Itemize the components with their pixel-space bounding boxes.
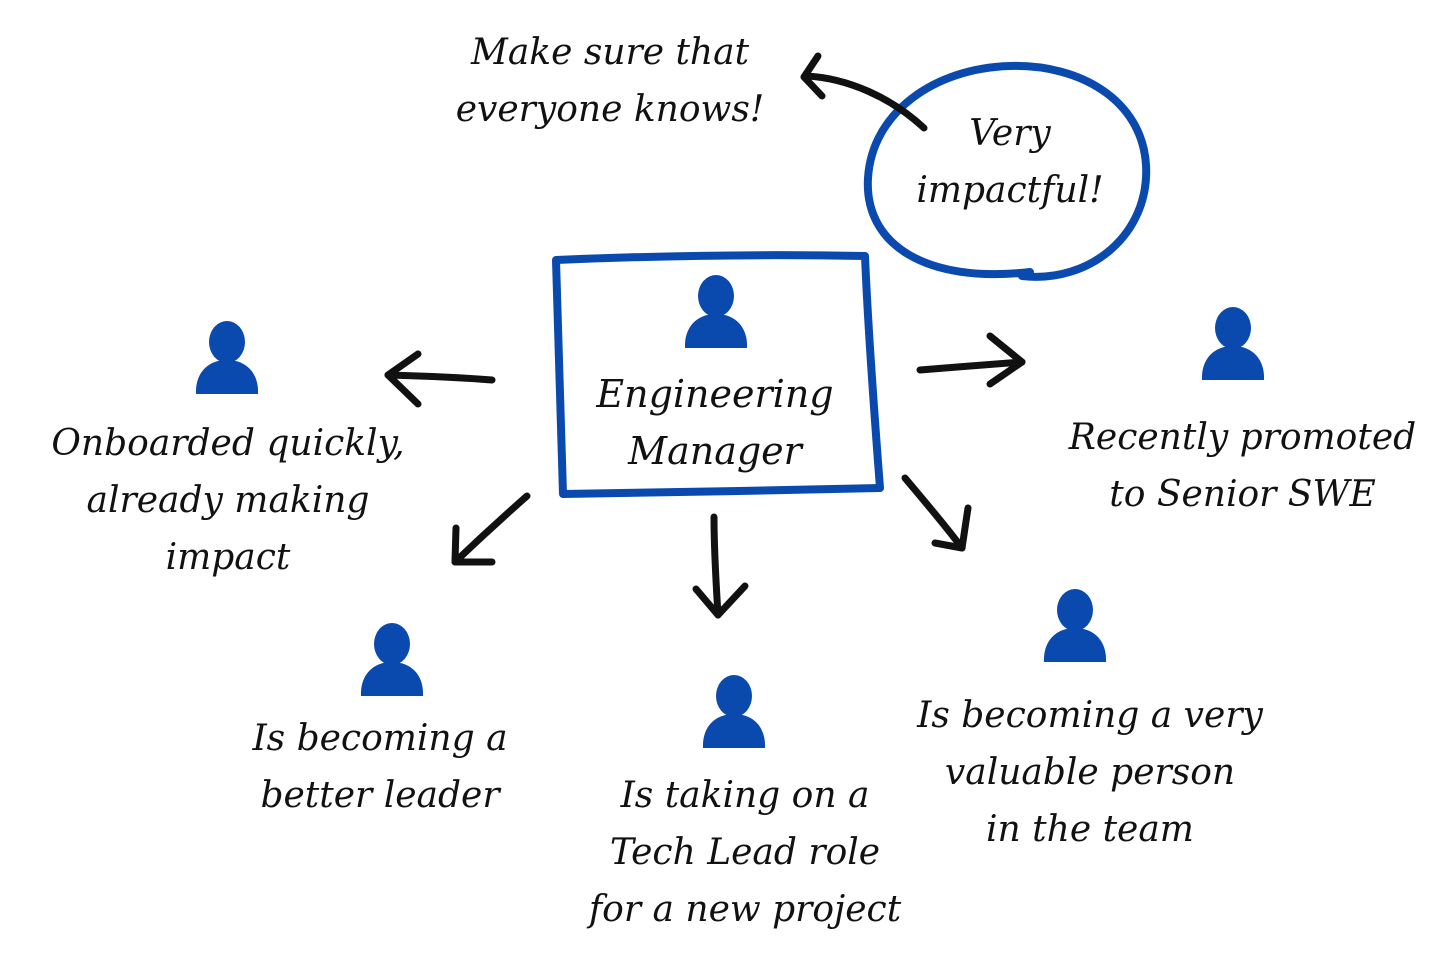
promoted-person-icon: [1201, 307, 1265, 380]
leader-label-line: better leader: [260, 775, 500, 816]
tech-lead-person-icon: [702, 675, 766, 748]
onboarded-person-icon: [195, 321, 259, 394]
impact-circle-label: Very impactful!: [880, 105, 1140, 219]
arrow-icon: [692, 513, 749, 619]
onboarded-label-line: already making: [86, 480, 370, 521]
valuable-label-line: Is becoming a very: [917, 695, 1263, 736]
manager-person-icon: [684, 275, 748, 348]
valuable-person-icon: [1043, 589, 1107, 662]
tech-lead-label-line: Tech Lead role: [609, 832, 881, 873]
callout-note: Make sure that everyone knows!: [420, 24, 800, 138]
callout-note-line: everyone knows!: [455, 89, 765, 130]
impact-circle: [863, 61, 1151, 281]
promoted-label: Recently promoted to Senior SWE: [1040, 409, 1445, 523]
leader-label-line: Is becoming a: [252, 718, 508, 759]
manager-label-line: Engineering: [596, 372, 834, 416]
impact-circle-label-line: Very: [969, 113, 1051, 154]
promoted-label-line: Recently promoted: [1068, 417, 1417, 458]
tech-lead-label-line: for a new project: [588, 889, 902, 930]
arrow-icon: [916, 332, 1026, 388]
arrow-icon: [901, 474, 972, 552]
manager-label-line: Manager: [628, 429, 802, 473]
valuable-label-line: in the team: [986, 809, 1194, 850]
tech-lead-label: Is taking on a Tech Lead role for a new …: [555, 767, 935, 938]
onboarded-label-line: Onboarded quickly,: [51, 423, 405, 464]
leader-label: Is becoming a better leader: [220, 710, 540, 824]
manager-box: [552, 251, 884, 498]
arrow-icon: [451, 492, 531, 566]
leader-person-icon: [360, 623, 424, 696]
arrow-icon: [800, 52, 928, 132]
manager-label: Engineering Manager: [560, 366, 870, 480]
onboarded-label: Onboarded quickly, already making impact: [8, 415, 448, 586]
arrow-icon: [384, 350, 496, 408]
promoted-label-line: to Senior SWE: [1109, 474, 1376, 515]
tech-lead-label-line: Is taking on a: [620, 775, 870, 816]
onboarded-label-line: impact: [165, 537, 291, 578]
callout-note-line: Make sure that: [470, 32, 750, 73]
valuable-label: Is becoming a very valuable person in th…: [885, 687, 1295, 858]
valuable-label-line: valuable person: [944, 752, 1236, 793]
impact-circle-label-line: impactful!: [916, 170, 1104, 211]
